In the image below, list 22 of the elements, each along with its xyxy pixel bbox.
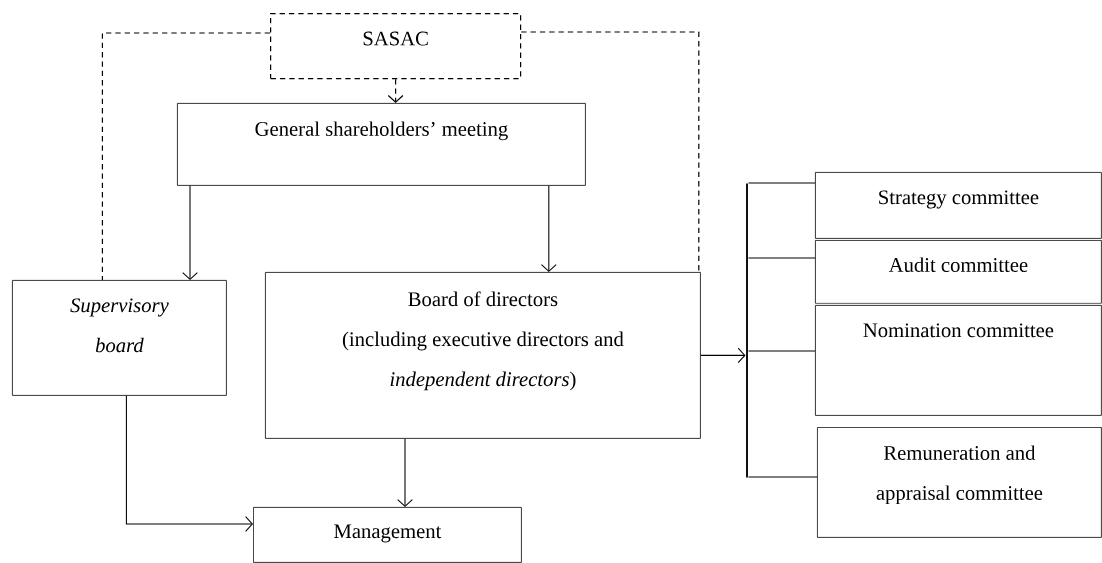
process-box: Audit committee (815, 240, 1102, 304)
arrow (540, 185, 557, 272)
process-box: Board of directors (including executive directors and independent directors) (265, 272, 701, 439)
arrow (182, 185, 198, 280)
connector-line (520, 31, 700, 273)
process-box: Remuneration and appraisal committee (817, 427, 1102, 538)
connector-line (101, 32, 271, 281)
connector-line (747, 476, 818, 478)
connector-line (747, 182, 816, 184)
arrow (397, 438, 413, 507)
arrow (125, 395, 253, 532)
process-box: Supervisory board (12, 280, 227, 396)
bracket-line (746, 183, 748, 478)
process-box: Management (253, 507, 522, 563)
arrow (700, 347, 746, 364)
process-box: Strategy committee (815, 172, 1102, 239)
process-box: Nomination committee (815, 305, 1102, 416)
arrow (387, 78, 404, 103)
process-box: General shareholders’ meeting (177, 103, 586, 186)
connector-line (747, 350, 816, 352)
connector-line (747, 257, 816, 259)
organization-box: SASAC (270, 13, 522, 80)
